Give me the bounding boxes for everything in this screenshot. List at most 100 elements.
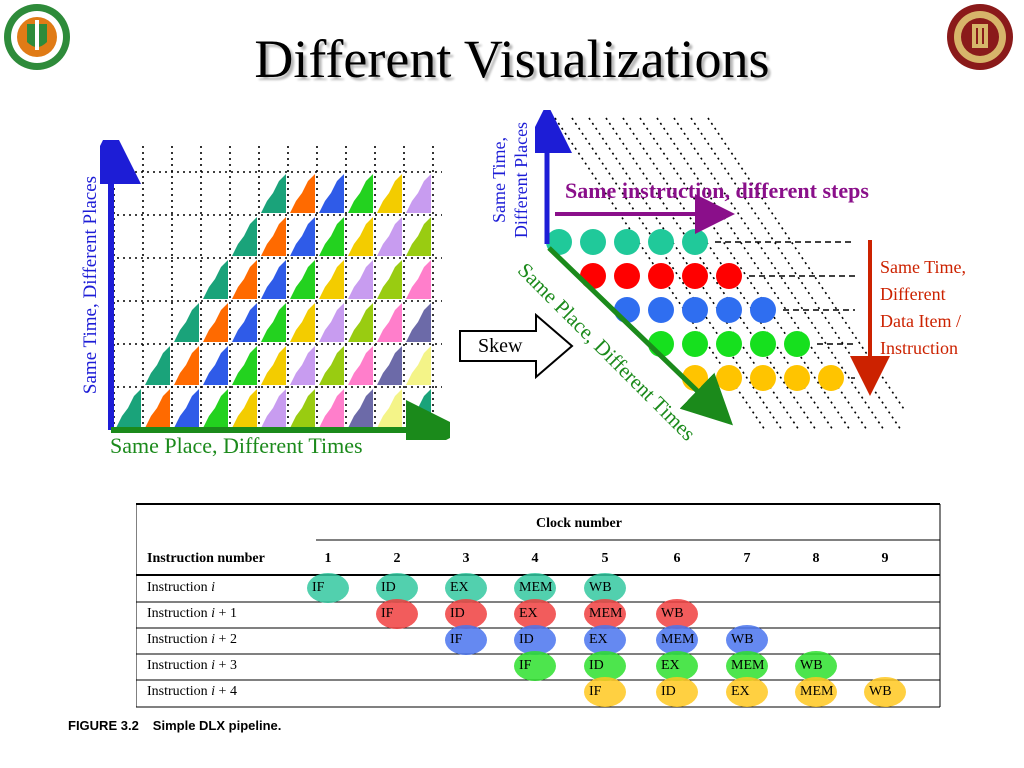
pipeline-cell [406, 346, 431, 385]
figure-number: FIGURE 3.2 [68, 718, 139, 733]
stage-highlight [514, 651, 556, 681]
instruction-label: Instruction i + 1 [147, 606, 237, 621]
stage-highlight [656, 599, 698, 629]
pipeline-dot [614, 229, 640, 255]
pipeline-cell [145, 389, 170, 428]
pipeline-cell [203, 346, 228, 385]
university-seal-left-icon [4, 4, 70, 70]
pipeline-cell [377, 260, 402, 299]
table-rows: Instruction i IF ID EX MEM WB Instruction i + … [147, 580, 892, 699]
data-label-line2: Different [880, 284, 946, 304]
pipeline-cell [290, 389, 315, 428]
pipeline-cell [406, 303, 431, 342]
pipeline-cell [319, 389, 344, 428]
instruction-number-header: Instruction number [147, 551, 265, 566]
pipeline-cells [116, 174, 431, 428]
pipeline-dot [580, 229, 606, 255]
clock-number: 7 [744, 551, 751, 566]
pipeline-cell [174, 346, 199, 385]
stage-highlight [514, 599, 556, 629]
stage-highlight [795, 677, 837, 707]
clock-number: 9 [882, 551, 889, 566]
pipeline-cell [348, 303, 373, 342]
stage-highlight [656, 651, 698, 681]
stage-cell: MEM [589, 606, 623, 621]
stage-cell: MEM [661, 632, 695, 647]
stage-cell: WB [731, 632, 754, 647]
left-y-axis-label: Same Time, Different Places [80, 175, 101, 395]
pipeline-cell [174, 303, 199, 342]
pipeline-dot [716, 263, 742, 289]
pipeline-dot [682, 331, 708, 357]
pipeline-cell [377, 389, 402, 428]
stage-highlight [584, 677, 626, 707]
pipeline-dot [750, 365, 776, 391]
stage-highlight [864, 677, 906, 707]
stage-cell: ID [519, 632, 534, 647]
pipeline-dot [716, 297, 742, 323]
pipeline-cell [261, 346, 286, 385]
stage-cell: IF [381, 606, 394, 621]
instruction-label: Instruction i [147, 580, 215, 595]
stage-highlight [726, 651, 768, 681]
pipeline-cell [348, 174, 373, 213]
figure-text: Simple DLX pipeline. [152, 718, 282, 733]
pipeline-cell [348, 346, 373, 385]
stage-cell: WB [661, 606, 684, 621]
pipeline-dot [682, 229, 708, 255]
stage-cell: IF [589, 684, 602, 699]
pipeline-cell [319, 260, 344, 299]
same-instruction-label: Same instruction, different steps [565, 178, 869, 203]
pipeline-cell [261, 303, 286, 342]
data-label-line4: Instruction [880, 338, 958, 358]
figure-caption: FIGURE 3.2 Simple DLX pipeline. [68, 718, 281, 733]
stage-cell: IF [519, 658, 532, 673]
stage-highlight [514, 573, 556, 603]
data-label-line3: Data Item / [880, 311, 961, 331]
pipeline-dot [648, 263, 674, 289]
clock-number: 3 [463, 551, 470, 566]
pipeline-dot [750, 331, 776, 357]
pipeline-cell [174, 389, 199, 428]
pipeline-dot [716, 365, 742, 391]
pipeline-cell [145, 346, 170, 385]
stage-highlight [584, 625, 626, 655]
pipeline-dot [648, 297, 674, 323]
pipeline-dot [648, 229, 674, 255]
instruction-label: Instruction i + 2 [147, 632, 237, 647]
instruction-label: Instruction i + 3 [147, 658, 237, 673]
stage-cell: EX [731, 684, 750, 699]
pipeline-cell [290, 303, 315, 342]
pipeline-cell [203, 303, 228, 342]
pipeline-dot [750, 297, 776, 323]
stage-highlight [795, 651, 837, 681]
data-item-label: Same Time, Different Data Item / Instruc… [880, 254, 1010, 362]
right-y-label-line2: Different Places [511, 121, 531, 239]
right-y-axis-label: Same Time, Different Places [488, 100, 532, 260]
pipeline-cell [377, 303, 402, 342]
clock-number: 2 [394, 551, 401, 566]
stage-highlight [307, 573, 349, 603]
pipeline-dot [682, 297, 708, 323]
stage-cell: WB [589, 580, 612, 595]
pipeline-cell [232, 303, 257, 342]
left-x-axis-label: Same Place, Different Times [110, 433, 363, 458]
clock-number: 4 [532, 551, 539, 566]
stage-cell: EX [450, 580, 469, 595]
stage-cell: ID [661, 684, 676, 699]
stage-cell: MEM [731, 658, 765, 673]
pipeline-cell [290, 217, 315, 256]
stage-cell: WB [800, 658, 823, 673]
pipeline-cell [232, 260, 257, 299]
stage-cell: EX [661, 658, 680, 673]
stage-highlight [376, 573, 418, 603]
pipeline-cell [261, 389, 286, 428]
skewed-pipeline-diagram [535, 110, 905, 431]
stage-highlight [726, 625, 768, 655]
pipeline-cell [348, 217, 373, 256]
pipeline-dot [818, 365, 844, 391]
pipeline-cell [261, 217, 286, 256]
stage-highlights [307, 573, 906, 707]
pipeline-cell [377, 346, 402, 385]
